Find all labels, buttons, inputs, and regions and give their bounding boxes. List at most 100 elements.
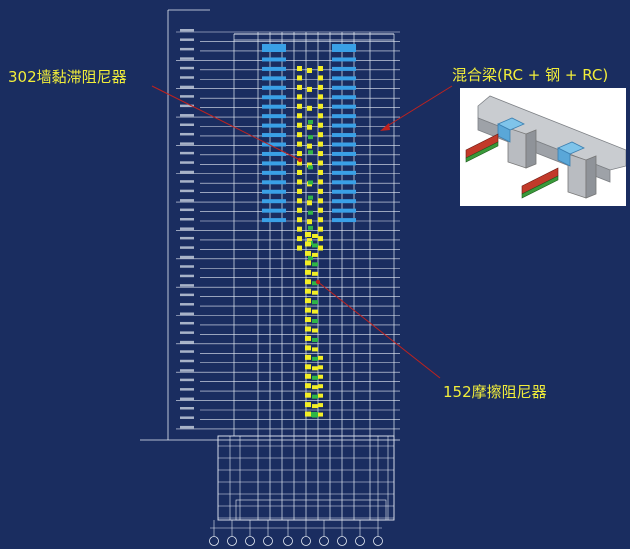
viscous-wall-damper-left: [262, 66, 286, 71]
viscous-wall-damper-left: [262, 170, 286, 175]
steel-beam-web-2: [521, 175, 559, 199]
yellow-damper-center: [307, 143, 312, 149]
level-marker: [180, 425, 194, 429]
yellow-damper-left: [297, 160, 302, 166]
friction-damper-upper: [308, 180, 313, 185]
mixed-damper-lower: [312, 309, 318, 314]
friction-damper-upper: [308, 150, 313, 155]
level-marker: [180, 170, 194, 174]
friction-damper-upper: [308, 165, 313, 170]
yellow-damper-lower-right: [318, 374, 323, 379]
viscous-wall-damper-right: [332, 199, 356, 204]
yellow-damper-lower-right: [318, 412, 323, 417]
mixed-damper-lower: [312, 290, 318, 295]
viscous-wall-damper-left: [262, 208, 286, 213]
level-marker: [180, 142, 194, 145]
level-marker: [180, 218, 194, 221]
yellow-damper-lower-right: [318, 393, 323, 398]
yellow-damper-lower: [305, 269, 311, 275]
column-side: [525, 129, 537, 169]
level-marker: [180, 416, 194, 419]
friction-damper-upper: [308, 120, 313, 124]
level-marker: [180, 397, 194, 401]
friction-damper-upper: [308, 195, 313, 200]
yellow-damper-left: [297, 75, 302, 81]
level-marker: [180, 66, 194, 70]
yellow-damper-center: [307, 86, 312, 92]
mixed-damper-lower: [312, 262, 318, 267]
yellow-damper-center: [307, 68, 312, 73]
level-marker: [180, 388, 194, 391]
level-marker: [180, 132, 194, 136]
column-icon-2: [567, 153, 587, 199]
label-hybrid-beam: 混合梁(RC + 钢 + RC): [452, 66, 609, 84]
yellow-damper-left: [297, 245, 302, 251]
basement-block: [235, 499, 387, 521]
yellow-damper-right: [318, 113, 323, 119]
viscous-wall-damper-right: [332, 151, 356, 156]
mixed-damper-lower: [312, 347, 318, 352]
yellow-damper-left: [297, 84, 302, 90]
axis-bubble: [283, 536, 293, 546]
yellow-damper-left: [297, 169, 302, 175]
level-marker: [180, 274, 194, 278]
viscous-wall-damper-right: [332, 189, 356, 194]
friction-damper-upper: [308, 135, 313, 140]
viscous-wall-damper-left: [262, 133, 286, 138]
mixed-damper-lower: [312, 300, 318, 305]
yellow-damper-right: [318, 188, 323, 194]
yellow-damper-right: [318, 207, 323, 213]
level-marker: [180, 350, 194, 353]
yellow-damper-right: [318, 160, 323, 166]
axis-bubble: [337, 536, 347, 546]
viscous-wall-damper-left: [262, 76, 286, 81]
yellow-damper-right: [318, 236, 323, 242]
leader-line-viscous: [151, 85, 301, 161]
yellow-damper-right: [318, 141, 323, 147]
axis-bubble: [373, 536, 383, 546]
axis-bubble: [319, 536, 329, 546]
yellow-damper-lower: [305, 354, 311, 360]
yellow-damper-lower: [305, 288, 311, 294]
yellow-damper-lower-right: [318, 403, 323, 408]
yellow-damper-left: [297, 141, 302, 147]
yellow-damper-right: [318, 226, 323, 232]
level-marker: [180, 104, 194, 108]
mixed-damper-lower: [312, 319, 318, 324]
level-marker: [180, 407, 194, 410]
yellow-damper-left: [297, 122, 302, 128]
yellow-damper-right: [318, 84, 323, 90]
yellow-damper-lower: [305, 326, 311, 332]
leader-arrowhead-hybrid: [380, 123, 390, 131]
level-marker: [180, 378, 194, 382]
yellow-damper-left: [297, 217, 302, 223]
viscous-wall-damper-left: [262, 123, 286, 128]
viscous-wall-damper-right: [332, 57, 356, 62]
yellow-damper-lower: [305, 373, 311, 379]
yellow-damper-left: [297, 179, 302, 185]
yellow-damper-lower: [305, 298, 311, 304]
yellow-damper-right: [318, 122, 323, 128]
yellow-damper-lower: [305, 411, 311, 417]
yellow-damper-center: [307, 105, 312, 111]
yellow-damper-right: [318, 103, 323, 109]
viscous-wall-damper-right: [332, 218, 356, 223]
level-marker: [180, 151, 194, 155]
yellow-damper-left: [297, 207, 302, 213]
yellow-damper-lower: [305, 232, 311, 237]
viscous-wall-damper-top-right: [332, 44, 356, 52]
yellow-damper-lower: [305, 241, 311, 247]
yellow-damper-center: [307, 124, 312, 130]
joint-box-front-2: [557, 147, 571, 167]
yellow-damper-right: [318, 198, 323, 204]
axis-bubble: [263, 536, 273, 546]
yellow-damper-lower: [305, 317, 311, 323]
level-marker: [180, 29, 194, 32]
axis-bubble: [209, 536, 219, 546]
yellow-damper-lower: [305, 364, 311, 370]
yellow-damper-lower: [305, 335, 311, 341]
yellow-damper-right: [318, 66, 323, 71]
mixed-damper-lower: [312, 328, 318, 333]
mixed-damper-lower: [312, 404, 318, 409]
